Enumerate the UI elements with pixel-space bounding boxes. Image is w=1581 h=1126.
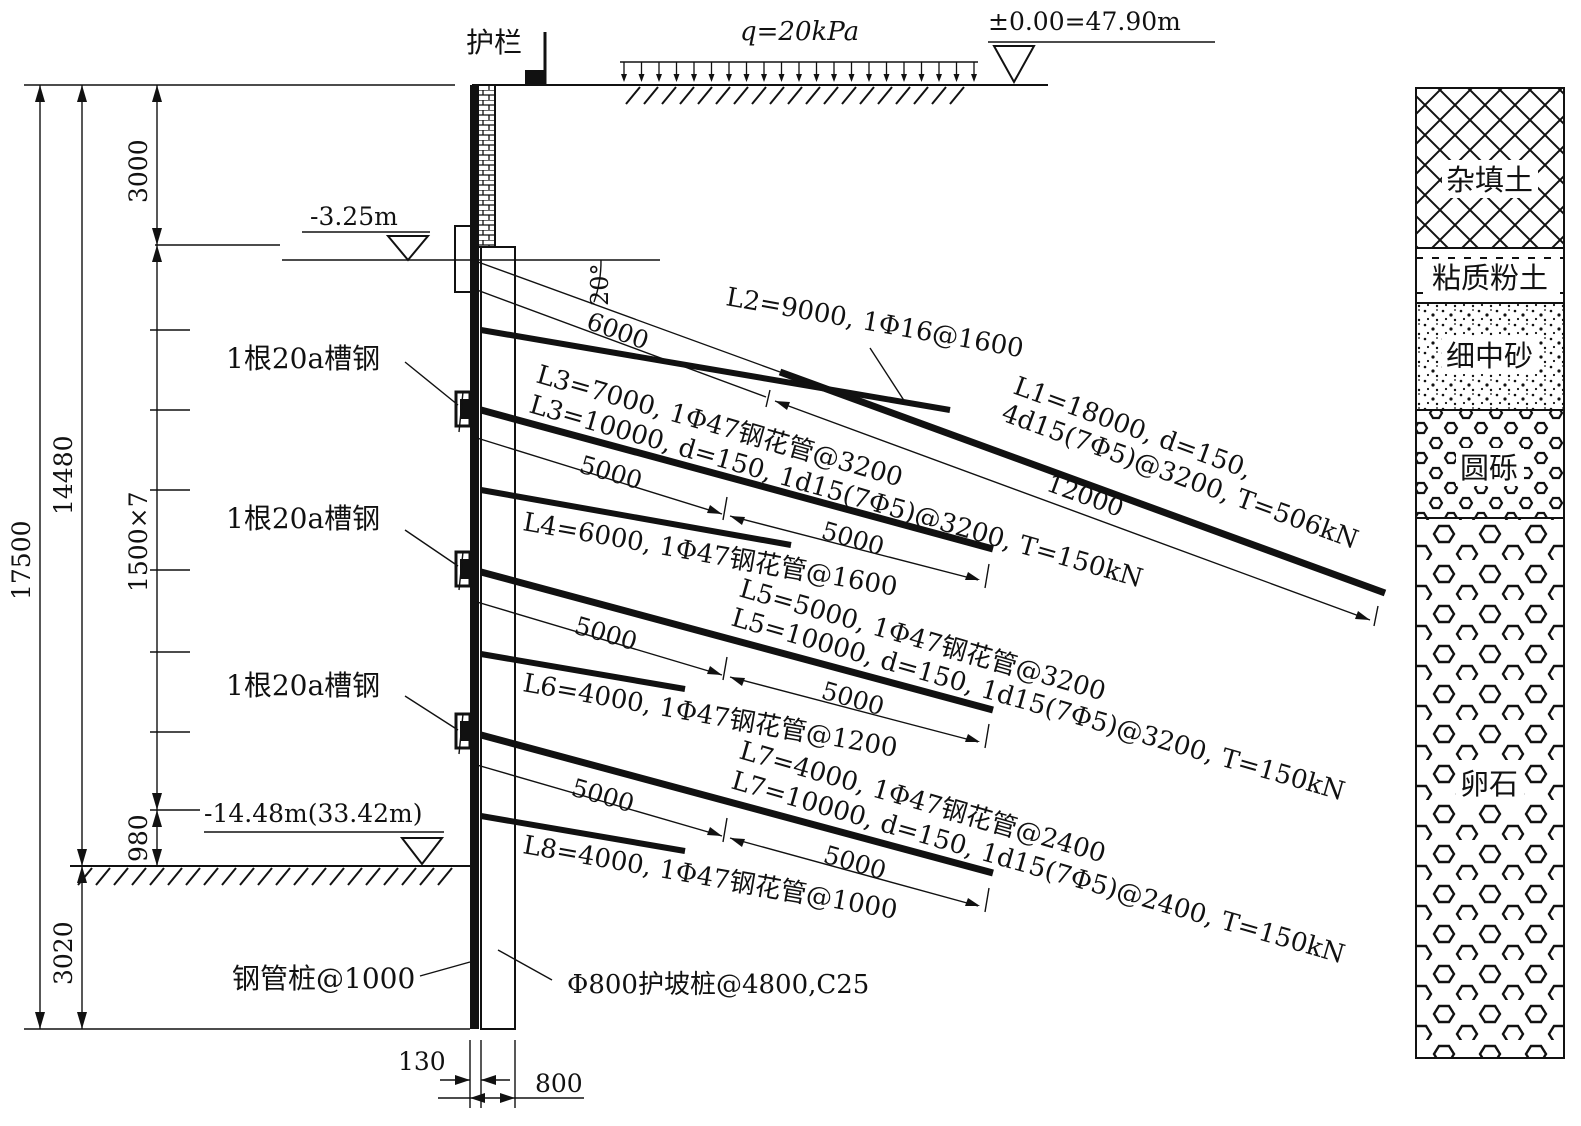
soil-layer-1: 杂填土	[1446, 163, 1533, 197]
ground-elevation-marker: ±0.00=47.90m	[988, 7, 1215, 85]
excavation-bottom	[70, 865, 470, 886]
dimension-excavation: 14480 3020	[49, 85, 87, 1029]
L7b-label: L7=10000, d=150, 1d15(7Φ5)@2400, T=150kN	[728, 766, 1348, 970]
ground-elevation-label: ±0.00=47.90m	[988, 7, 1181, 36]
waler-3-label: 1根20a槽钢	[226, 669, 380, 702]
dimension-total: 17500	[7, 85, 45, 1029]
L5-free-label: 5000	[571, 611, 640, 656]
L7-free-label: 5000	[568, 773, 637, 818]
surcharge-load: q=20kPa	[620, 17, 978, 82]
dim-spacing-label: 1500×7	[124, 492, 153, 592]
L3-bond-label: 5000	[818, 516, 887, 561]
waler-2-label: 1根20a槽钢	[226, 502, 380, 535]
surcharge-label: q=20kPa	[740, 17, 859, 47]
bottom-elevation-label: -14.48m(33.42m)	[204, 799, 423, 828]
bored-pile-label: Φ800护坡桩@4800,C25	[567, 970, 869, 1000]
soil-column: 杂填土 粘质粉土 细中砂 圆砾 卵石	[1415, 87, 1565, 1059]
dim-excavation-label: 14480	[49, 435, 78, 515]
dim-bottom-gap-label: 980	[124, 814, 153, 862]
dim-embedment-label: 3020	[49, 921, 78, 985]
dimension-spacing: 3000 1500×7 980	[124, 85, 190, 866]
railing-label: 护栏	[466, 26, 522, 59]
steel-pipe-pile	[470, 85, 479, 1029]
dim-total-label: 17500	[7, 520, 36, 600]
railing: 护栏	[466, 26, 547, 85]
soil-layer-4: 圆砾	[1460, 451, 1518, 485]
pile-labels: 钢管桩@1000 Φ800护坡桩@4800,C25	[232, 949, 869, 1000]
steel-pipe-pile-label: 钢管桩@1000	[232, 962, 415, 995]
bottom-elevation-marker: -14.48m(33.42m)	[204, 799, 445, 866]
pile-width-label: 800	[535, 1069, 583, 1098]
L3-free-label: 5000	[576, 450, 645, 495]
soil-layer-3: 细中砂	[1446, 339, 1533, 373]
waler-2: 1根20a槽钢	[226, 502, 472, 591]
angle-label: 20°	[586, 263, 614, 306]
waler-1: 1根20a槽钢	[226, 342, 472, 433]
cap-elevation-label: -3.25m	[310, 202, 398, 231]
waler-3: 1根20a槽钢	[226, 669, 472, 755]
soil-layer-2: 粘质粉土	[1432, 261, 1548, 295]
dimension-widths: 130 800	[398, 1040, 584, 1108]
soil-layer-5: 卵石	[1460, 767, 1518, 801]
ground-surface	[496, 84, 1048, 105]
waler-1-label: 1根20a槽钢	[226, 342, 380, 375]
dim-top-label: 3000	[124, 139, 153, 203]
pipe-width-label: 130	[398, 1047, 446, 1076]
L5-bond-label: 5000	[818, 676, 887, 721]
cap-elevation-marker: -3.25m	[302, 202, 431, 262]
L7-bond-label: 5000	[820, 840, 889, 885]
bored-pile	[480, 246, 516, 1030]
L2-label: L2=9000, 1Φ16@1600	[724, 282, 1026, 364]
